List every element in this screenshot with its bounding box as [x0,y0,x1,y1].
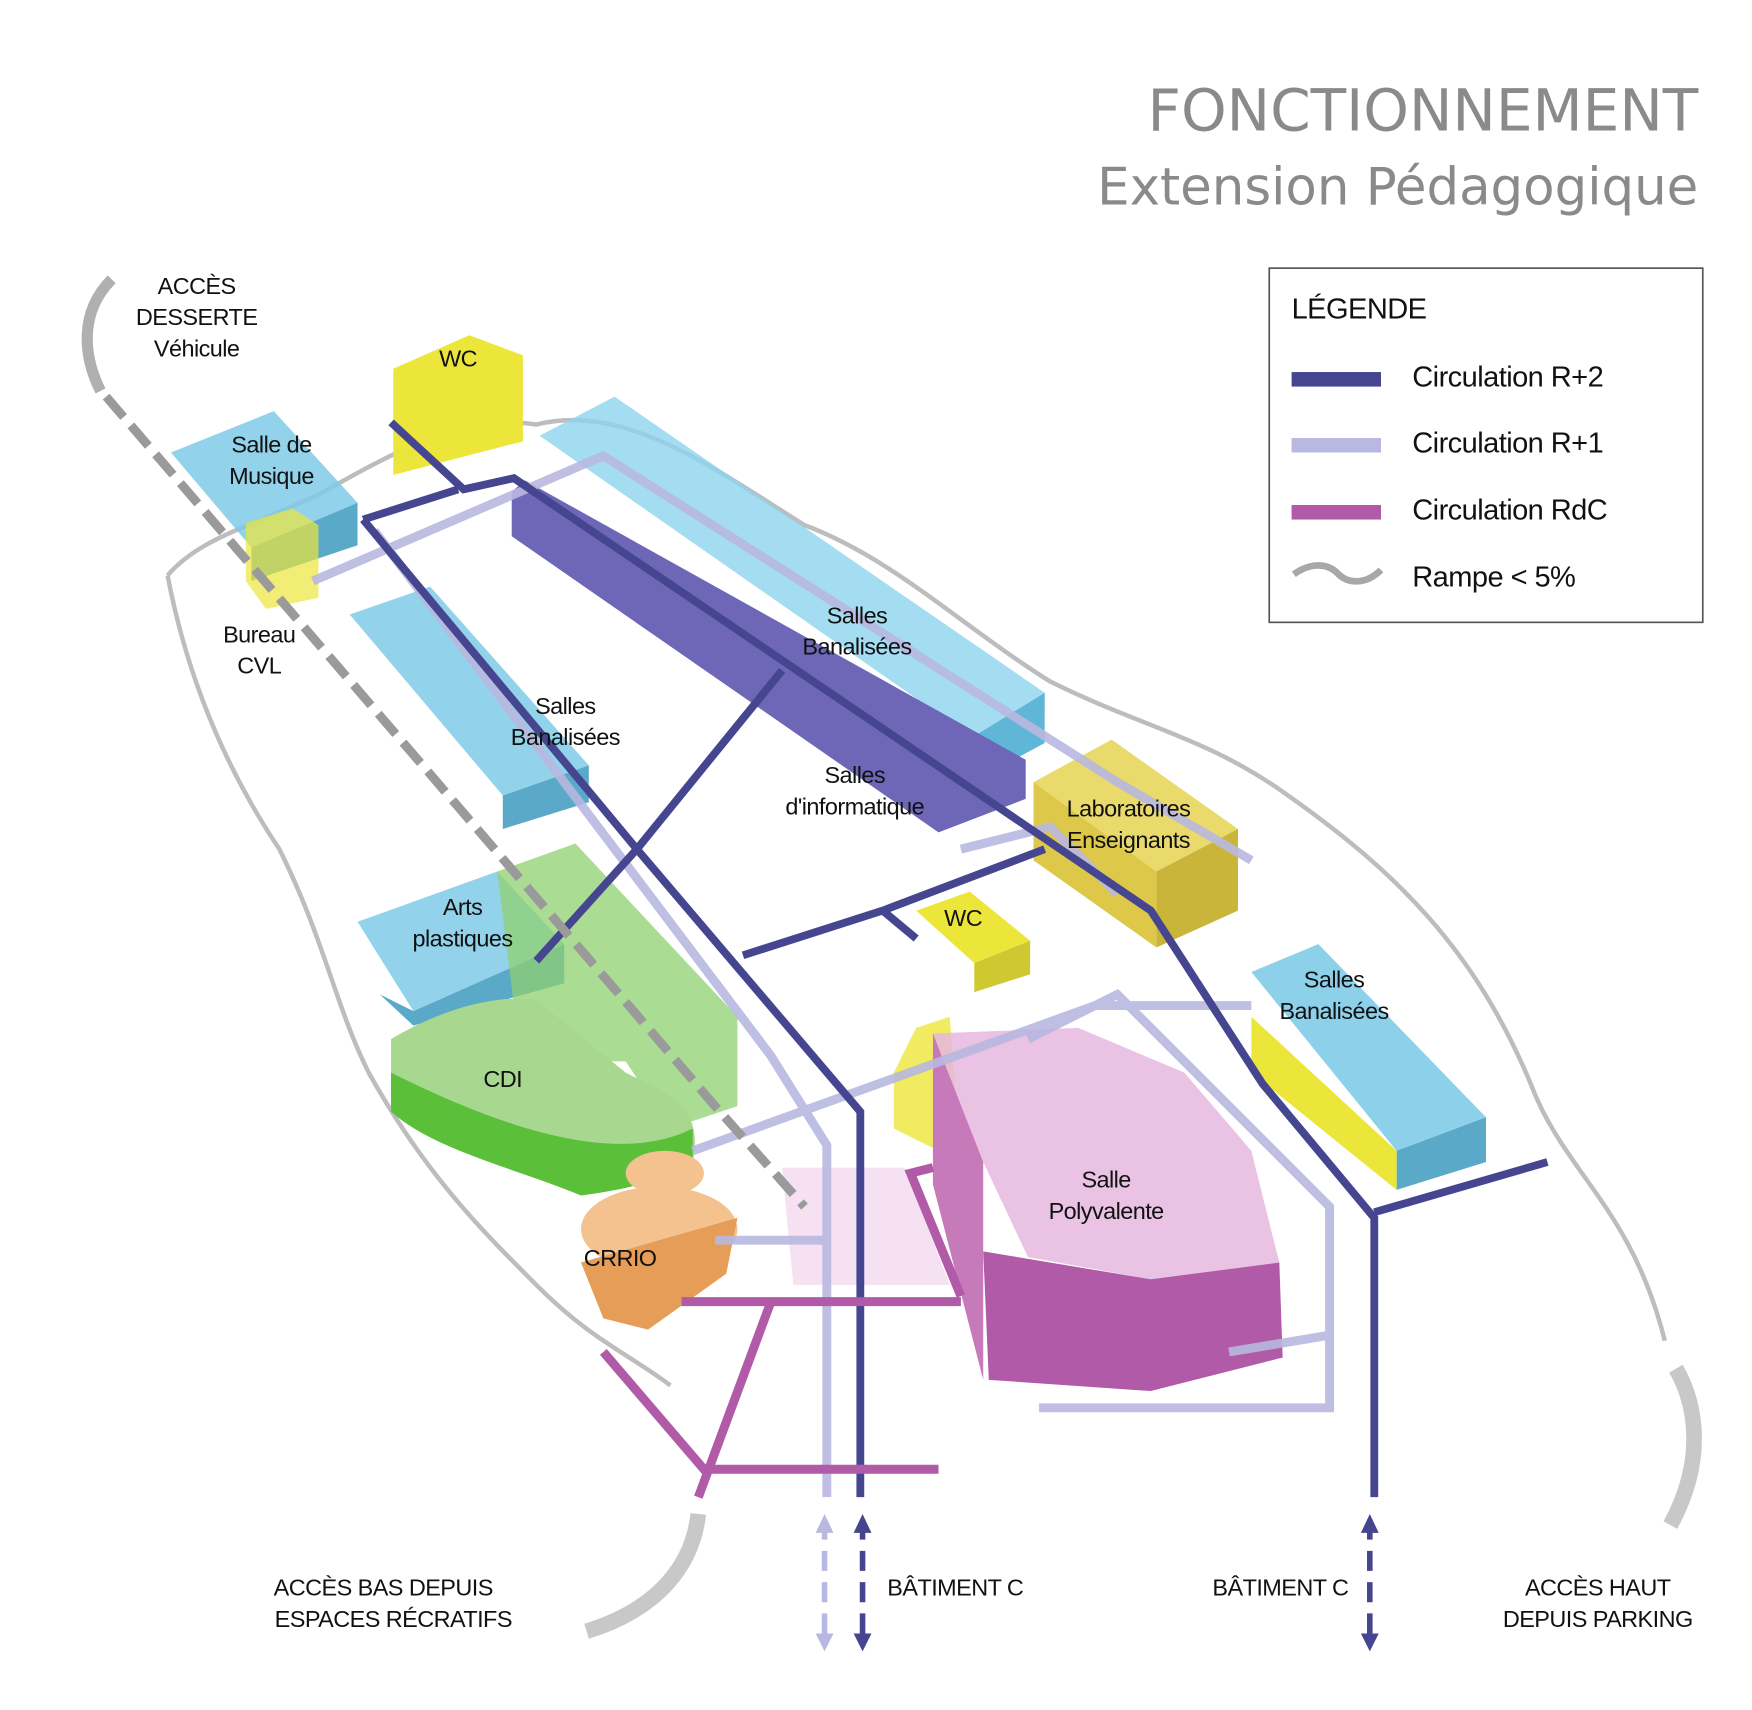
crrio [580,1150,738,1330]
label-bureau-1: Bureau [223,621,295,647]
title-line2: Extension Pédagogique [1097,157,1698,217]
label-cdi: CDI [483,1066,522,1092]
label-acces-haut-2: DEPUIS PARKING [1503,1606,1693,1632]
legend-swatch-rdc [1291,505,1381,520]
legend: LÉGENDE Circulation R+2 Circulation R+1 … [1268,267,1704,624]
label-salles2-1: Salles [535,693,596,719]
legend-label-rdc: Circulation RdC [1412,495,1607,527]
label-salles3-2: Banalisées [1279,998,1388,1024]
label-musique-1: Salle de [231,432,311,458]
label-bureau-2: CVL [237,653,281,679]
legend-title: LÉGENDE [1292,292,1427,325]
legend-swatch-r1 [1291,437,1381,453]
label-acces-haut-1: ACCÈS HAUT [1525,1575,1671,1601]
label-poly-2: Polyvalente [1049,1198,1164,1224]
label-arts-2: plastiques [413,925,513,951]
batiment-c-right-arrows-icon [1360,1513,1379,1652]
bureau-cvl [245,508,319,609]
circulation-rdc-lines [599,1163,966,1499]
labo-enseignants [1033,739,1238,948]
vehicle-path [102,393,808,1210]
label-labo-2: Enseignants [1067,827,1190,853]
label-acces-vehicule-1: ACCÈS [158,273,236,299]
label-crrio: CRRIO [584,1245,657,1271]
batiment-c-left-arrows-icon [815,1513,872,1652]
label-info-1: Salles [824,762,885,788]
legend-label-ramp: Rampe < 5% [1412,562,1575,594]
label-wc-mid: WC [944,905,983,931]
vehicle-arrow-icon [81,275,116,394]
circulation-r1-lines [311,450,1335,1498]
label-acces-vehicule-2: DESSERTE [136,304,258,330]
legend-swatch-ramp [1291,562,1384,585]
title-line1: FONCTIONNEMENT [1148,77,1699,145]
label-batiment-c-right: BÂTIMENT C [1212,1575,1349,1601]
legend-swatch-r2 [1291,372,1381,387]
label-acces-bas-1: ACCÈS BAS DEPUIS [274,1575,493,1601]
legend-label-r1: Circulation R+1 [1412,428,1603,460]
label-labo-1: Laboratoires [1067,796,1191,822]
label-arts-1: Arts [443,894,482,920]
salles-banalisees-right [1251,944,1487,1190]
label-poly-1: Salle [1081,1167,1130,1193]
label-acces-bas-2: ESPACES RÉCRATIFS [275,1606,512,1632]
label-salles1-2: Banalisées [802,634,911,660]
label-salles1-1: Salles [827,602,888,628]
label-musique-2: Musique [229,463,314,489]
label-wc-top: WC [439,345,478,371]
legend-label-r2: Circulation R+2 [1412,362,1603,394]
wc-top [393,335,523,475]
access-high-arrow-icon [1663,1364,1702,1529]
label-salles2-2: Banalisées [511,724,620,750]
label-info-2: d'informatique [785,794,924,820]
label-batiment-c-left: BÂTIMENT C [887,1575,1024,1601]
access-low-arrow-icon [584,1512,707,1639]
label-salles3-1: Salles [1304,967,1365,993]
label-acces-vehicule-3: Véhicule [154,335,240,361]
